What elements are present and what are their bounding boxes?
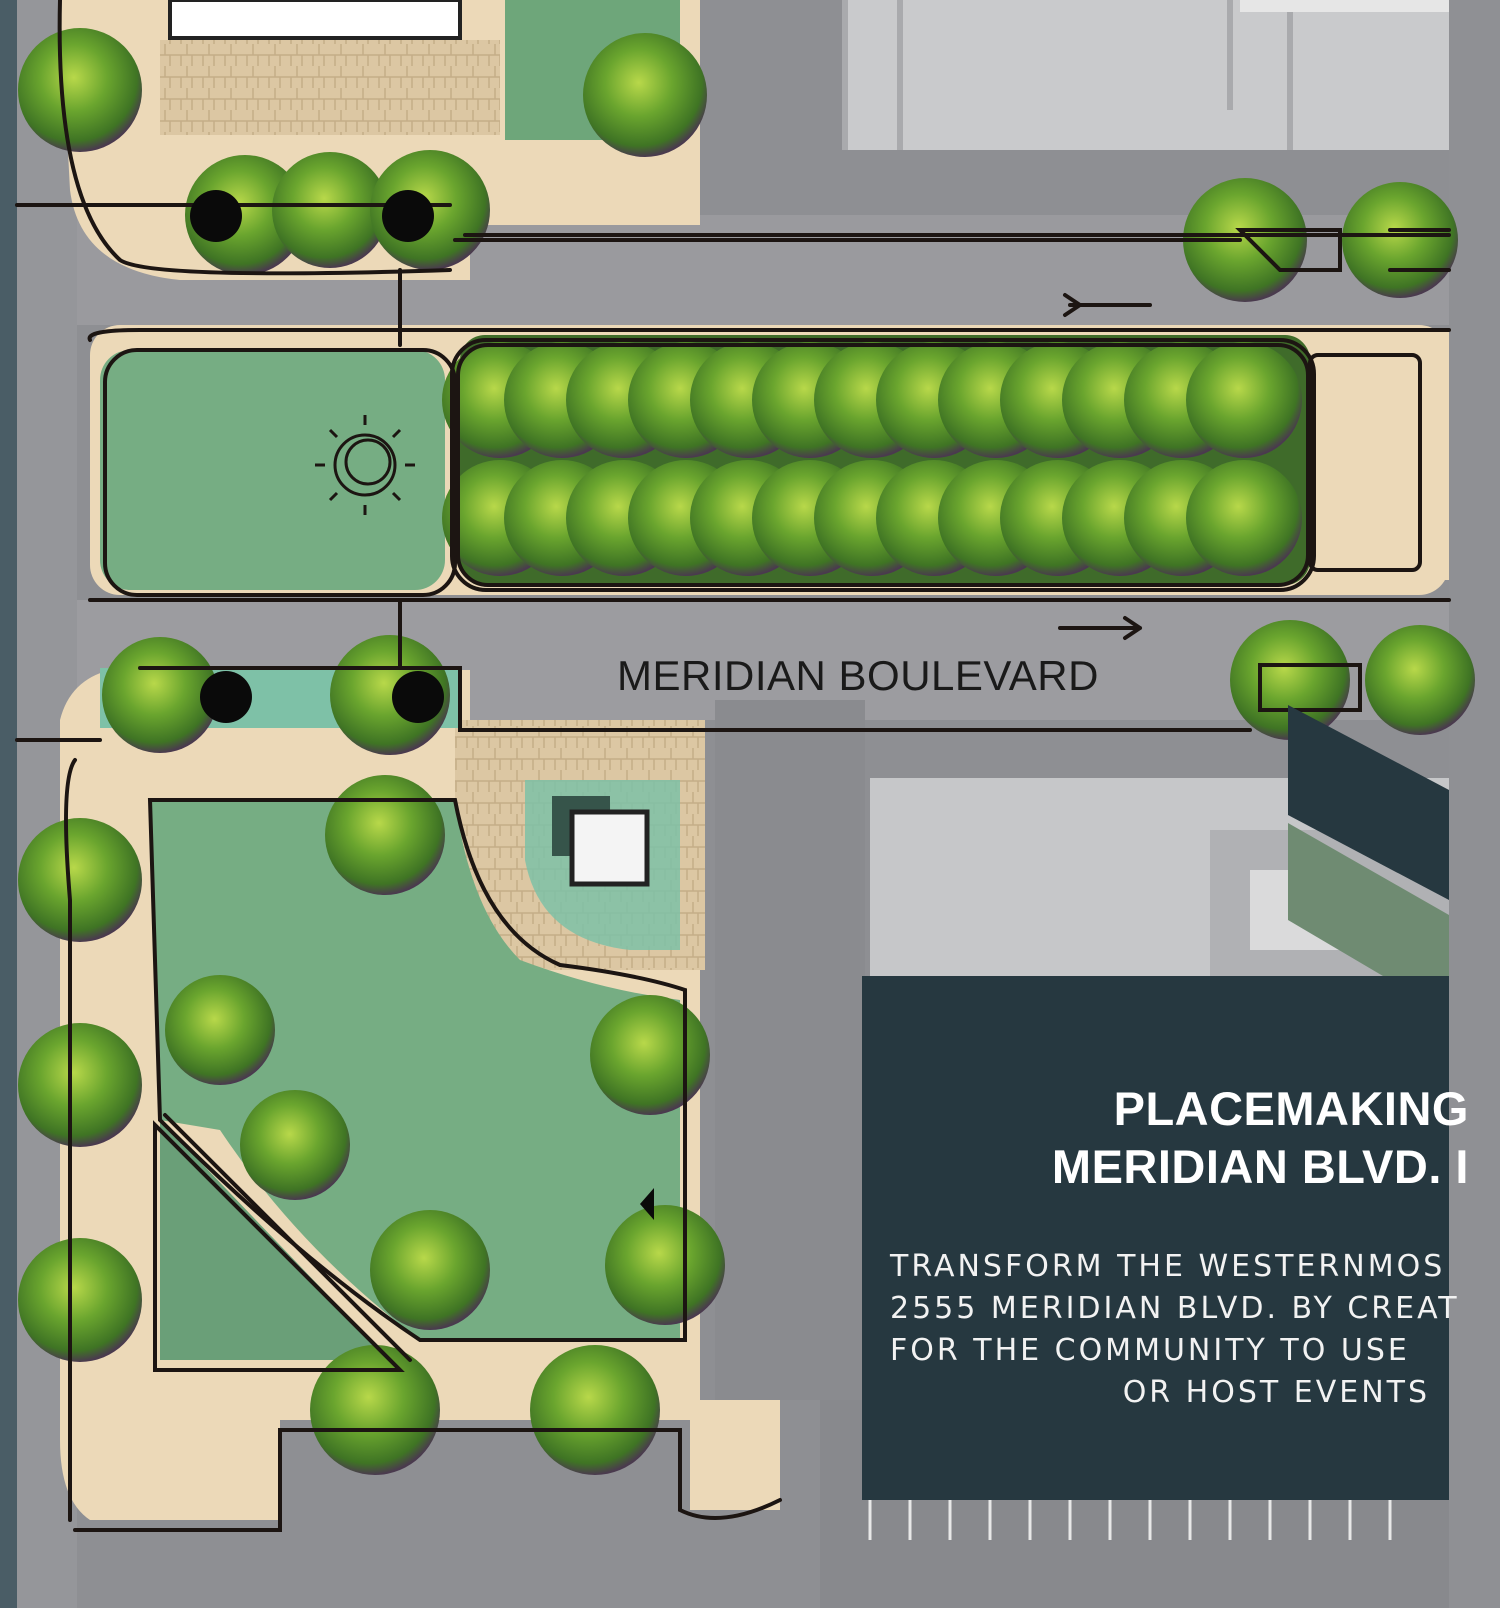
hedge-shrub (1186, 460, 1302, 576)
tree-canopy (272, 152, 388, 268)
tree-canopy (330, 635, 450, 755)
chevron-graphic (1288, 705, 1449, 1015)
tree-canopy (325, 775, 445, 895)
panel-body-line-2: 2555 MERIDIAN BLVD. BY CREAT (890, 1291, 1460, 1326)
tree-canopy (1342, 182, 1458, 298)
kiosk (569, 809, 650, 887)
tree-canopy (185, 155, 305, 275)
panel-body-line-1: TRANSFORM THE WESTERNMOS (890, 1249, 1446, 1284)
tree-canopy (583, 33, 707, 157)
panel-body-line-4: OR HOST EVENTS (1122, 1375, 1430, 1410)
sketch-outlines (15, 0, 1451, 1532)
panel-description: TRANSFORM THE WESTERNMOS 2555 MERIDIAN B… (890, 1246, 1500, 1414)
tree-canopy (605, 1205, 725, 1325)
tree-canopy (165, 975, 275, 1085)
left-edge-strip (0, 0, 17, 1608)
tree-canopy (310, 1345, 440, 1475)
tree-canopy (18, 818, 142, 942)
panel-body-line-3: FOR THE COMMUNITY TO USE (890, 1333, 1410, 1368)
street-label: MERIDIAN BOULEVARD (617, 652, 1099, 699)
info-panel: PLACEMAKING MERIDIAN BLVD. I TRANSFORM T… (862, 976, 1468, 1500)
tree-canopy (530, 1345, 660, 1475)
tree-canopy (18, 28, 142, 152)
tree-canopy (590, 995, 710, 1115)
tree-canopy (18, 1023, 142, 1147)
paver-plaza-north (160, 40, 500, 135)
tree-canopy (1365, 625, 1475, 735)
tree-canopy (370, 1210, 490, 1330)
tree-canopy (18, 1238, 142, 1362)
hedge-shrub (1186, 342, 1302, 458)
sculpture-sketch (315, 415, 415, 515)
trees (18, 28, 1475, 1475)
north-building-edge (168, 0, 462, 40)
panel-title-line-2: MERIDIAN BLVD. I (1051, 1140, 1469, 1193)
panel-title-line-1: PLACEMAKING (1113, 1082, 1469, 1135)
light-fixtures (190, 190, 444, 723)
panel-title: PLACEMAKING MERIDIAN BLVD. I (1052, 1080, 1469, 1196)
tree-canopy (1183, 178, 1307, 302)
pointer-marker (640, 1188, 654, 1220)
tree-canopy (240, 1090, 350, 1200)
